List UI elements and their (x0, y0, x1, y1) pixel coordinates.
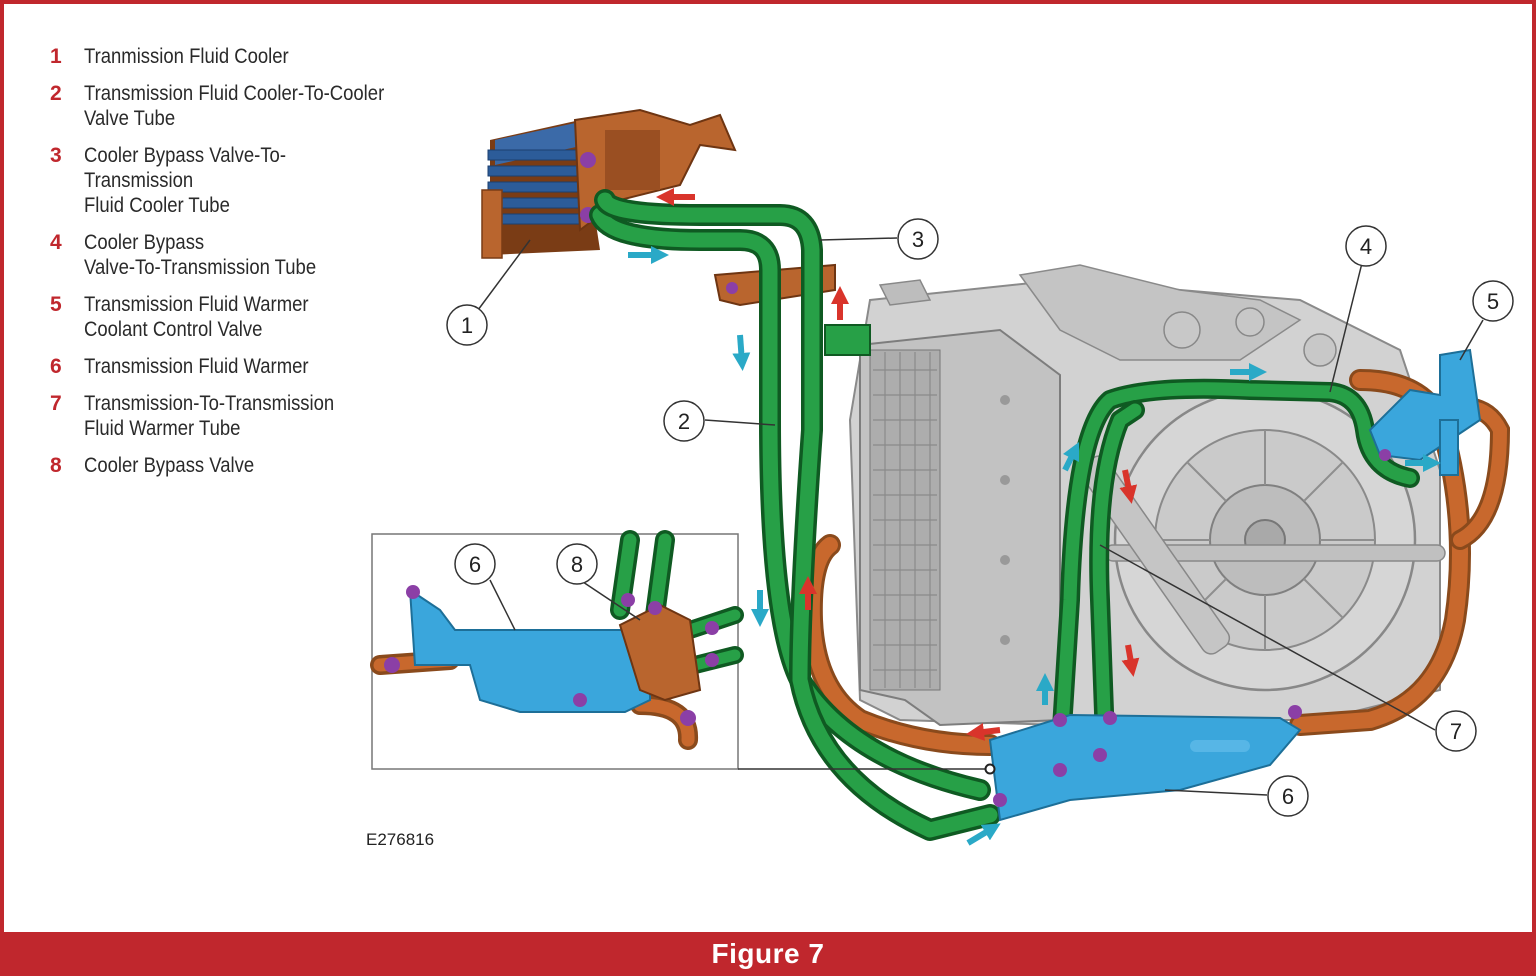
callout-3-label: 3 (912, 227, 924, 252)
leader-lines (477, 237, 1484, 796)
flow-arrows (628, 188, 1441, 846)
legend-item: 2 Transmission Fluid Cooler-To-Cooler Val… (46, 81, 426, 131)
callout-5-label: 5 (1487, 289, 1499, 314)
legend-item: 4 Cooler Bypass Valve-To-Transmission Tub… (46, 230, 426, 280)
legend-item: 6 Transmission Fluid Warmer (46, 354, 426, 379)
callout-6-main: 6 (1267, 775, 1309, 817)
legend-text: Transmission-To-Transmission Fluid Warme… (84, 392, 335, 440)
callout-6-inset-label: 6 (469, 552, 481, 577)
torque-converter-bell (1079, 388, 1446, 692)
fluid-tubes (589, 189, 1420, 841)
legend-number: 3 (50, 144, 62, 167)
leader-dot (984, 763, 996, 775)
callout-1: 1 (446, 304, 488, 346)
legend-number: 5 (50, 293, 62, 316)
transmission-fluid-cooler (481, 108, 737, 259)
callout-8-label: 8 (571, 552, 583, 577)
legend-number: 7 (50, 392, 62, 415)
callout-5: 5 (1472, 280, 1514, 322)
transmission-fluid-warmer (988, 705, 1302, 822)
legend-number: 6 (50, 355, 62, 378)
coolant-control-valve (1368, 348, 1482, 476)
callout-4: 4 (1345, 225, 1387, 267)
legend-text: Transmission Fluid Warmer (84, 355, 309, 378)
callout-1-label: 1 (461, 313, 473, 338)
callout-2: 2 (663, 400, 705, 442)
legend-item: 5 Transmission Fluid Warmer Coolant Contr… (46, 292, 426, 342)
legend-text: Transmission Fluid Cooler-To-Cooler Valv… (84, 82, 385, 130)
legend-number: 8 (50, 454, 62, 477)
legend-text: Transmission Fluid Warmer Coolant Contro… (84, 293, 309, 341)
callout-4-label: 4 (1360, 234, 1372, 259)
legend-item: 8 Cooler Bypass Valve (46, 453, 426, 478)
legend-item: 1 Tranmission Fluid Cooler (46, 44, 426, 69)
callout-2-label: 2 (678, 409, 690, 434)
callout-6-main-label: 6 (1282, 784, 1294, 809)
callout-7: 7 (1435, 710, 1477, 752)
legend-item: 3 Cooler Bypass Valve-To-Transmission Flu… (46, 143, 426, 218)
image-code: E276816 (366, 830, 434, 849)
valve-body-cover (859, 328, 1061, 727)
legend-text: Cooler Bypass Valve (84, 454, 255, 477)
legend-text: Tranmission Fluid Cooler (84, 45, 289, 68)
figure-caption: Figure 7 (0, 932, 1536, 976)
legend-number: 1 (50, 45, 62, 68)
callout-7-label: 7 (1450, 719, 1462, 744)
legend-number: 2 (50, 82, 62, 105)
legend-item: 7 Transmission-To-Transmission Fluid Warm… (46, 391, 426, 441)
inset-detail (370, 530, 744, 770)
legend-number: 4 (50, 231, 62, 254)
legend-text: Cooler Bypass Valve-To-Transmission Tube (84, 231, 317, 279)
transmission-cooling-diagram: 1 2 3 4 5 6 8 6 7 E276816 (366, 108, 1514, 849)
callout-6-inset: 6 (454, 543, 496, 585)
tube-clip (824, 324, 871, 356)
callout-3: 3 (897, 218, 939, 260)
callout-8: 8 (556, 543, 598, 585)
legend-text: Cooler Bypass Valve-To-Transmission Flui… (84, 144, 287, 217)
